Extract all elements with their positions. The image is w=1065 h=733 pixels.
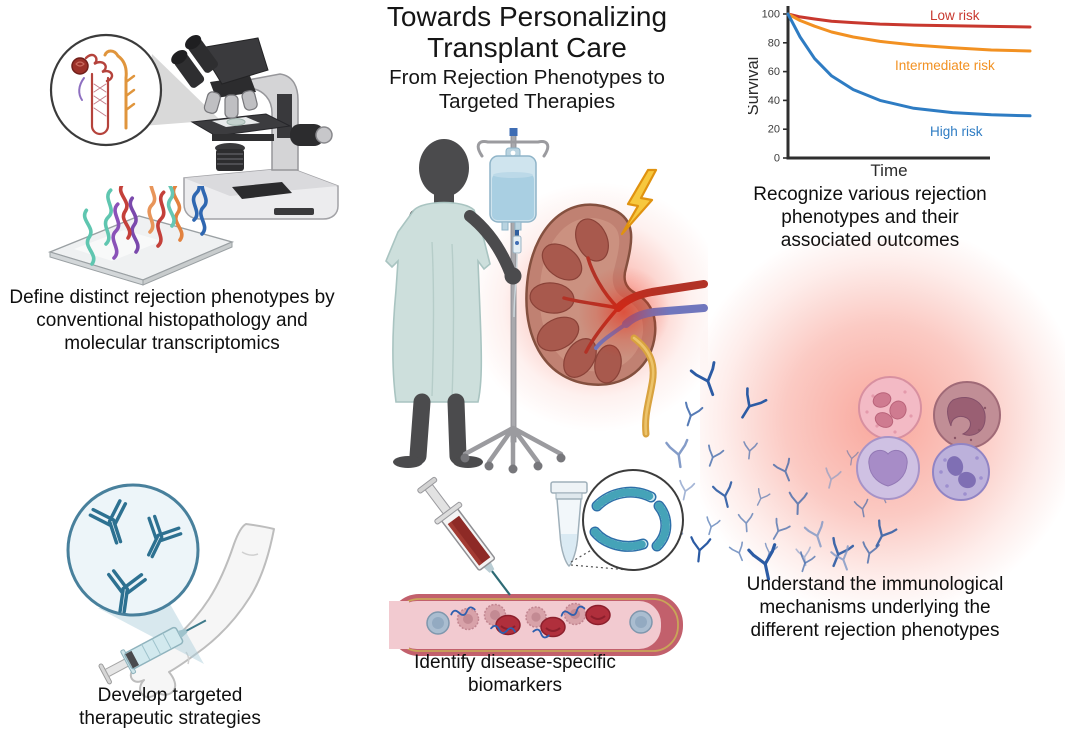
- antibody-icon: [701, 444, 725, 470]
- antibody-icon: [787, 491, 808, 516]
- blood-syringe-icon: [417, 476, 511, 596]
- magnifier-beam: [98, 604, 204, 664]
- page-title: Towards Personalizing Transplant Care: [386, 1, 668, 63]
- y-tick-label: 40: [768, 95, 780, 107]
- antibody-icon: [772, 457, 798, 485]
- x-axis-label: Time: [870, 161, 907, 180]
- antibody-icon: [751, 488, 771, 509]
- sample-tube-icon: [550, 481, 588, 568]
- antibody-icon: [866, 519, 898, 552]
- page-subtitle: From Rejection Phenotypes to Targeted Th…: [389, 65, 665, 114]
- rna-slide-icon: [47, 186, 235, 286]
- y-tick-label: 20: [768, 124, 780, 136]
- series-label: Intermediate risk: [895, 58, 995, 73]
- rna-strand-icons: [82, 186, 208, 266]
- series-label: Low risk: [930, 8, 980, 23]
- rna-fragment-magnifier-icon: [582, 469, 684, 571]
- monocyte-icon: [933, 381, 1001, 449]
- neutrophil-icon: [858, 376, 922, 440]
- iv-drip-icon: [476, 128, 550, 443]
- nephron-magnifier-icon: [49, 33, 220, 147]
- antibody-icon: [701, 516, 721, 537]
- injured-kidney-icon: [525, 203, 708, 438]
- caption-histopathology: Define distinct rejection phenotypes by …: [9, 287, 335, 355]
- antibody-icon: [820, 467, 842, 491]
- nephron-icon: [71, 49, 136, 136]
- magnifier-beam: [142, 54, 220, 126]
- red-blood-cell-icons: [495, 604, 611, 638]
- caption-immunology: Understand the immunological mechanisms …: [746, 574, 1004, 642]
- lightning-bolt-icon: [620, 168, 658, 236]
- survival-curve: [786, 12, 1032, 53]
- antibody-icon: [830, 545, 857, 574]
- antibody-magnifier-icon: [66, 483, 200, 617]
- lymphocyte-icon: [856, 436, 920, 500]
- antibody-icon: [689, 361, 726, 401]
- antibody-icon: [678, 401, 704, 430]
- iv-pole-casters: [460, 453, 566, 474]
- therapeutics-scene: [66, 483, 275, 699]
- antibody-icon: [737, 512, 755, 533]
- survival-curve: [786, 12, 1032, 118]
- arm-icon: [129, 523, 275, 699]
- cfdna-icons: [450, 605, 586, 639]
- hospital-gown: [385, 201, 491, 403]
- objective-lenses: [203, 90, 258, 119]
- therapeutic-antibody-icons: [88, 499, 183, 614]
- rna-fragment-icons: [589, 486, 672, 552]
- eyepieces: [171, 35, 218, 88]
- leukocyte-icons: [426, 610, 653, 635]
- patient-hand: [504, 267, 522, 285]
- y-tick-label: 0: [774, 153, 780, 165]
- biomarkers-scene: [389, 469, 684, 656]
- syringe-icon: [98, 619, 207, 685]
- y-tick-label: 100: [762, 9, 780, 21]
- basophil-icon: [932, 443, 990, 501]
- y-tick-label: 80: [768, 37, 780, 49]
- survival-curve: [786, 12, 1032, 29]
- patient-right-arm: [464, 210, 516, 278]
- caption-biomarkers: Identify disease-specific biomarkers: [414, 652, 616, 697]
- blood-vessel-icon: [389, 594, 683, 656]
- antibody-icon: [728, 541, 750, 564]
- antibody-icon: [766, 517, 791, 544]
- iv-pole-base: [462, 425, 564, 468]
- figure-title-block: Towards Personalizing Transplant Care Fr…: [347, 1, 707, 115]
- antibody-icon: [803, 520, 831, 551]
- antibody-icon: [822, 536, 855, 572]
- renal-pyramids: [529, 218, 622, 384]
- y-axis-label: Survival: [748, 57, 762, 116]
- antibody-icon: [731, 387, 768, 425]
- immune-cells: [856, 376, 1001, 501]
- antibody-icon: [711, 481, 738, 511]
- microscope-icon: [171, 35, 339, 220]
- series-label: High risk: [930, 124, 983, 139]
- y-tick-label: 60: [768, 66, 780, 78]
- caption-outcomes: Recognize various rejection phenotypes a…: [753, 184, 987, 252]
- patient-scene: [385, 128, 708, 474]
- caption-therapeutics: Develop targeted therapeutic strategies: [79, 685, 261, 730]
- antibody-icon: [741, 441, 758, 461]
- patient-icon: [385, 139, 522, 468]
